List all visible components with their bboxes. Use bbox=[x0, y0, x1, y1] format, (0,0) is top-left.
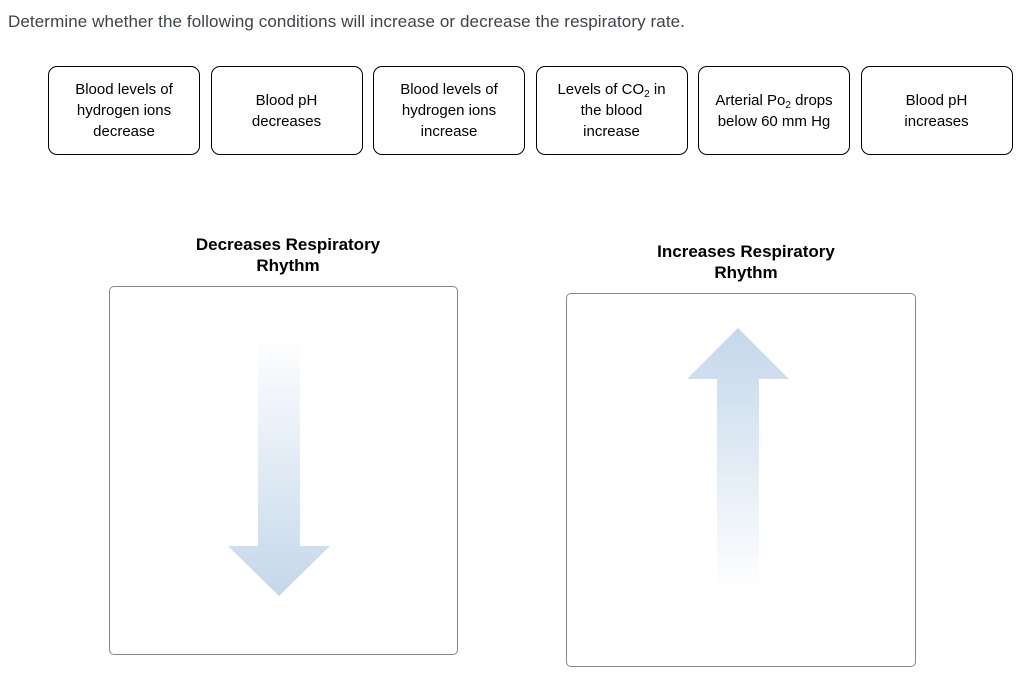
card-label-text: Arterial Po bbox=[715, 91, 786, 109]
card-blood-ph-increases[interactable]: Blood pH increases bbox=[860, 66, 1013, 155]
card-label-subscript: 2 bbox=[785, 99, 791, 111]
drop-zone-decreases[interactable] bbox=[109, 286, 458, 655]
card-label: Arterial Po2 drops below 60 mm Hg bbox=[713, 90, 835, 132]
card-label: Blood pH increases bbox=[904, 91, 969, 130]
decreases-zone-title: Decreases Respiratory Rhythm bbox=[195, 235, 381, 275]
instruction-text: Determine whether the following conditio… bbox=[8, 12, 686, 31]
increases-zone-title: Increases Respiratory Rhythm bbox=[657, 242, 835, 282]
card-arterial-po2-drops[interactable]: Arterial Po2 drops below 60 mm Hg bbox=[698, 66, 850, 155]
card-label: Blood pH decreases bbox=[251, 91, 322, 130]
card-blood-ph-decreases[interactable]: Blood pH decreases bbox=[210, 66, 363, 155]
card-hydrogen-ions-decrease[interactable]: Blood levels of hydrogen ions decrease bbox=[48, 66, 200, 155]
up-arrow-icon bbox=[687, 328, 789, 592]
card-label-subscript: 2 bbox=[644, 89, 650, 100]
cards-row: Blood levels of hydrogen ions decrease B… bbox=[48, 66, 1013, 155]
card-label: Blood levels of hydrogen ions decrease bbox=[75, 81, 173, 140]
card-label-text: Levels of CO bbox=[557, 81, 645, 98]
card-hydrogen-ions-increase[interactable]: Blood levels of hydrogen ions increase bbox=[373, 66, 525, 155]
card-label-text: in the blood increase bbox=[580, 81, 666, 140]
card-label: Levels of CO2 in the blood increase bbox=[551, 79, 673, 142]
card-label: Blood levels of hydrogen ions increase bbox=[400, 81, 498, 140]
card-co2-levels-increase[interactable]: Levels of CO2 in the blood increase bbox=[535, 66, 688, 155]
card-label-text: drops below 60 mm Hg bbox=[717, 91, 833, 130]
down-arrow-icon bbox=[228, 334, 330, 596]
drop-zone-increases[interactable] bbox=[566, 293, 916, 667]
